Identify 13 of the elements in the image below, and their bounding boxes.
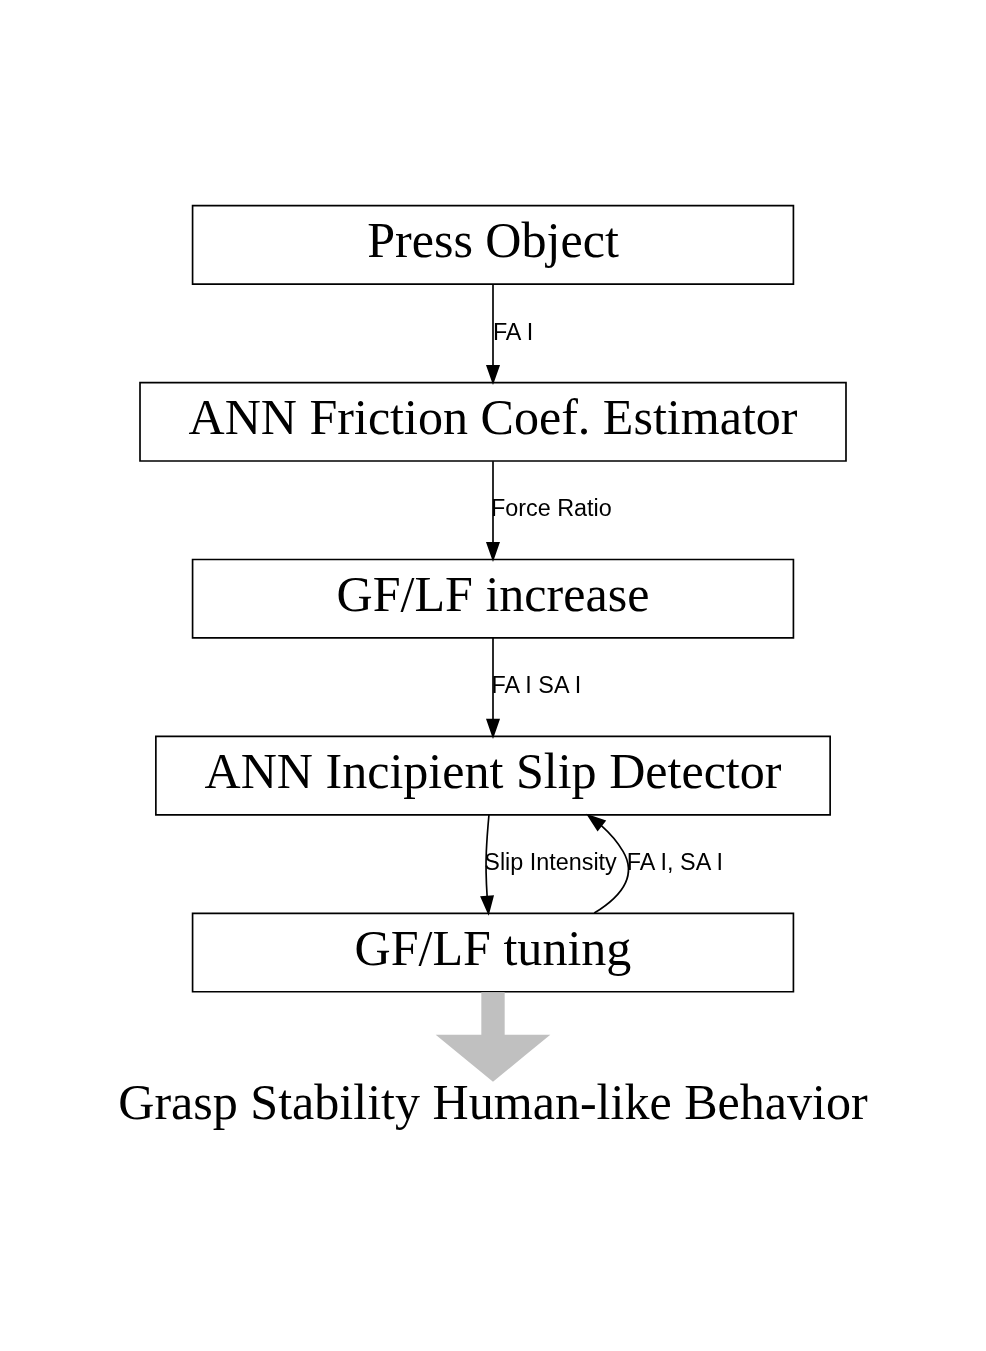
arrow (586, 813, 630, 914)
node-box: GF/LF increase (191, 558, 795, 639)
edge-label: FA I, SA I (626, 849, 723, 876)
node-box: ANN Incipient Slip Detector (155, 735, 831, 816)
edge-label: FA I (492, 318, 534, 345)
arrow (486, 637, 500, 739)
arrow (480, 814, 495, 916)
arrow (435, 992, 551, 1082)
node-box: GF/LF tuning (191, 912, 795, 993)
arrow (486, 283, 500, 386)
node-text: Grasp Stability Human-like Behavior (118, 1073, 868, 1130)
node-box: Press Object (191, 204, 795, 285)
node-box: ANN Friction Coef. Estimator (139, 381, 847, 462)
